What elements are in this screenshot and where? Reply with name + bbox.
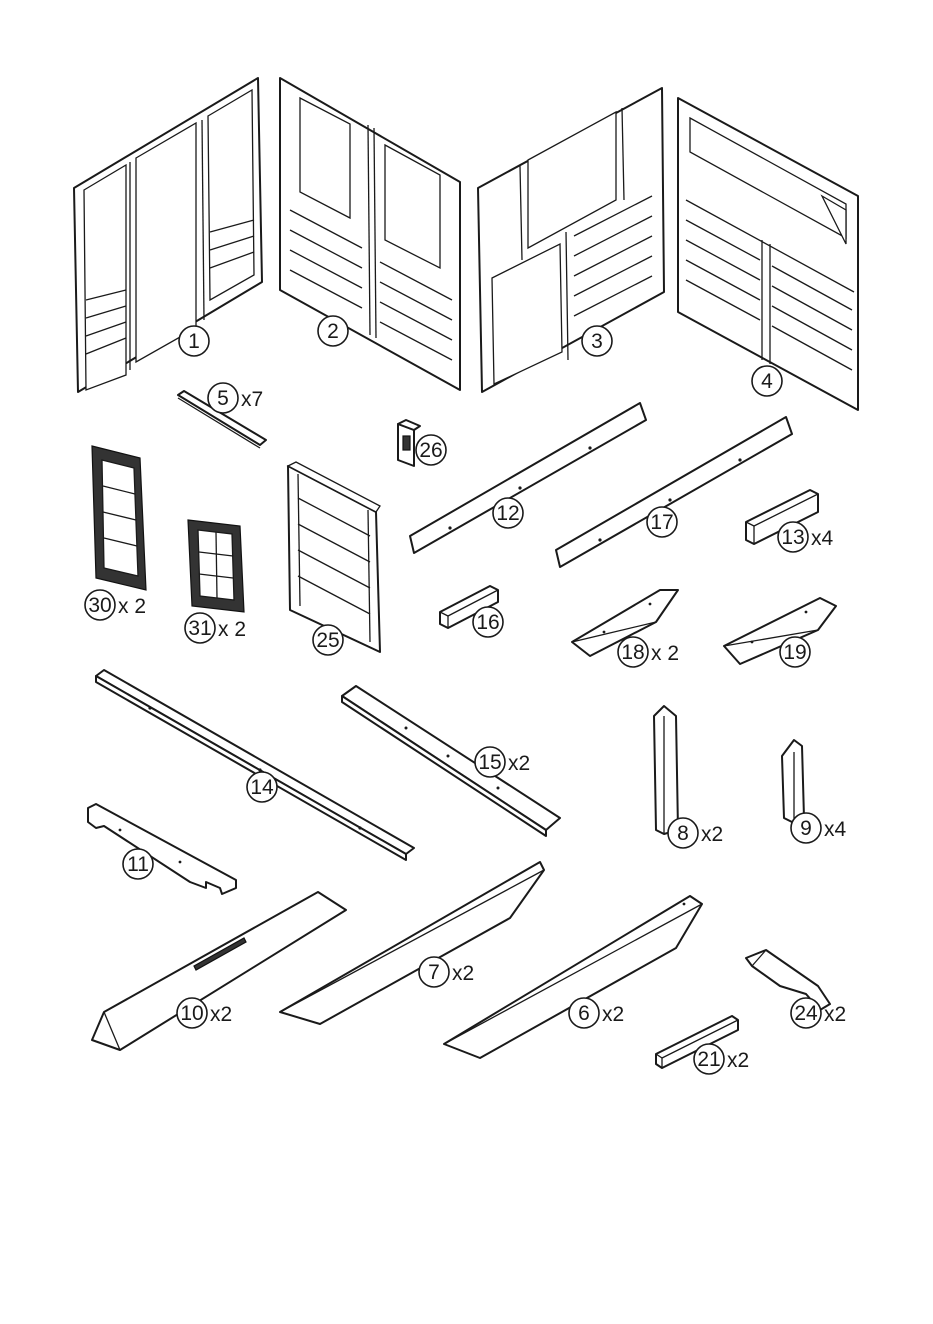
part-callout-26: 26 bbox=[416, 435, 446, 465]
part-11-drawing bbox=[88, 804, 236, 894]
part-quantity-label: x4 bbox=[811, 527, 834, 550]
part-7-drawing bbox=[280, 862, 544, 1024]
part-number-label: 9 bbox=[800, 817, 812, 840]
part-number-label: 5 bbox=[217, 387, 229, 410]
part-30-drawing bbox=[92, 446, 146, 590]
part-callout-11: 11 bbox=[123, 849, 153, 879]
panel-3-drawing bbox=[478, 88, 664, 392]
part-quantity-label: x2 bbox=[210, 1003, 232, 1026]
part-callout-1: 1 bbox=[179, 326, 209, 356]
panel-1-drawing bbox=[74, 78, 262, 392]
part-number-label: 31 bbox=[188, 617, 211, 640]
part-callout-16: 16 bbox=[473, 607, 503, 637]
part-callout-9: 9 x4 bbox=[791, 813, 847, 843]
part-number-label: 21 bbox=[697, 1048, 720, 1071]
part-number-label: 8 bbox=[677, 822, 689, 845]
part-number-label: 1 bbox=[188, 330, 200, 353]
part-number-label: 3 bbox=[591, 330, 603, 353]
part-callout-2: 2 bbox=[318, 316, 348, 346]
part-number-label: 25 bbox=[316, 629, 339, 652]
part-number-label: 17 bbox=[650, 511, 673, 534]
part-quantity-label: x 2 bbox=[118, 595, 146, 618]
part-quantity-label: x7 bbox=[241, 388, 263, 411]
part-callout-8: 8 x2 bbox=[668, 818, 723, 848]
part-callout-15: 15 x2 bbox=[475, 747, 530, 777]
part-number-label: 11 bbox=[127, 853, 149, 876]
part-25-drawing bbox=[288, 462, 380, 652]
part-number-label: 18 bbox=[621, 641, 644, 664]
part-quantity-label: x4 bbox=[824, 818, 847, 841]
part-26-drawing bbox=[398, 420, 420, 466]
part-number-label: 6 bbox=[578, 1002, 590, 1025]
part-callout-6: 6 x2 bbox=[569, 998, 624, 1028]
part-callout-10: 10 x2 bbox=[177, 998, 232, 1028]
part-number-label: 15 bbox=[478, 751, 501, 774]
part-quantity-label: x2 bbox=[824, 1003, 846, 1026]
part-number-label: 10 bbox=[180, 1002, 203, 1025]
part-callout-30: 30 x 2 bbox=[85, 590, 146, 620]
part-31-drawing bbox=[188, 520, 244, 612]
part-callout-13: 13 x4 bbox=[778, 522, 834, 552]
part-quantity-label: x2 bbox=[727, 1049, 749, 1072]
part-quantity-label: x2 bbox=[508, 752, 530, 775]
part-quantity-label: x 2 bbox=[218, 618, 246, 641]
part-8-drawing bbox=[654, 706, 678, 834]
panel-4-drawing bbox=[678, 98, 858, 410]
part-10-drawing bbox=[92, 892, 346, 1050]
part-quantity-label: x2 bbox=[602, 1003, 624, 1026]
part-callout-5: 5 x7 bbox=[208, 383, 263, 413]
panel-2-drawing bbox=[280, 78, 460, 390]
part-number-label: 12 bbox=[496, 502, 519, 525]
part-callout-17: 17 bbox=[647, 507, 677, 537]
part-24-drawing bbox=[746, 950, 830, 1010]
part-number-label: 13 bbox=[781, 526, 804, 549]
part-callout-7: 7 x2 bbox=[419, 957, 474, 987]
part-callout-25: 25 bbox=[313, 625, 343, 655]
part-number-label: 26 bbox=[419, 439, 442, 462]
part-quantity-label: x 2 bbox=[651, 642, 679, 665]
part-9-drawing bbox=[782, 740, 804, 822]
part-number-label: 4 bbox=[761, 370, 773, 393]
part-callout-12: 12 bbox=[493, 498, 523, 528]
part-quantity-label: x2 bbox=[701, 823, 723, 846]
part-callout-4: 4 bbox=[752, 366, 782, 396]
part-number-label: 19 bbox=[783, 641, 806, 664]
part-number-label: 30 bbox=[88, 594, 111, 617]
part-callout-18: 18 x 2 bbox=[618, 637, 679, 667]
part-number-label: 24 bbox=[794, 1002, 818, 1025]
part-number-label: 7 bbox=[428, 961, 440, 984]
part-callout-14: 14 bbox=[247, 772, 277, 802]
part-number-label: 16 bbox=[476, 611, 499, 634]
part-number-label: 14 bbox=[250, 776, 274, 799]
part-callout-3: 3 bbox=[582, 326, 612, 356]
part-callout-31: 31 x 2 bbox=[185, 613, 246, 643]
part-number-label: 2 bbox=[327, 320, 339, 343]
part-callout-21: 21 x2 bbox=[694, 1044, 749, 1074]
part-quantity-label: x2 bbox=[452, 962, 474, 985]
part-callout-19: 19 bbox=[780, 637, 810, 667]
